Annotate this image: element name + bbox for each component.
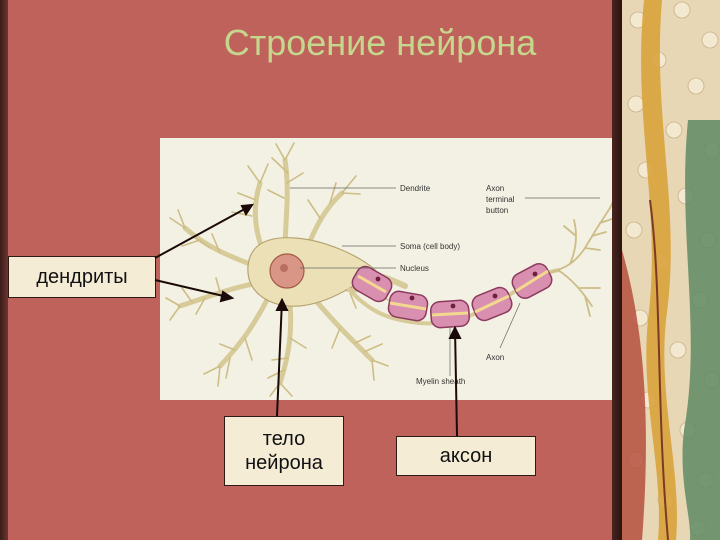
callout-axon: аксон <box>396 436 536 476</box>
callout-dendrites: дендриты <box>8 256 156 298</box>
slide-title: Строение нейрона <box>223 22 537 63</box>
callout-soma-line1: тело <box>262 428 306 450</box>
diagram-label-nucleus: Nucleus <box>400 264 429 273</box>
right-border <box>612 0 622 540</box>
diagram-label-axon-terminal-1: Axon <box>486 184 504 193</box>
callout-soma-line2: нейрона <box>245 452 323 474</box>
left-frame <box>0 0 8 540</box>
diagram-label-soma: Soma (cell body) <box>400 242 460 251</box>
callout-dendrites-text: дендриты <box>36 266 128 288</box>
myelin-inner <box>357 269 549 317</box>
nucleolus <box>280 264 288 272</box>
diagram-label-axon: Axon <box>486 353 504 362</box>
schwann-nuclei <box>375 271 538 309</box>
neuron-diagram: Dendrite Soma (cell body) Nucleus Axon t… <box>160 138 624 400</box>
diagram-label-myelin: Myelin sheath <box>416 377 465 386</box>
callout-axon-text: аксон <box>439 445 493 467</box>
neuron-illustration: Dendrite Soma (cell body) Nucleus Axon t… <box>165 142 624 397</box>
myelin-sheath <box>351 263 553 329</box>
diagram-label-axon-terminal-2: terminal <box>486 195 515 204</box>
decorative-panel <box>622 0 720 540</box>
nucleus <box>269 253 305 289</box>
diagram-label-axon-terminal-3: button <box>486 206 508 215</box>
axon-terminals <box>551 177 621 317</box>
callout-soma: тело нейрона <box>224 416 344 486</box>
diagram-label-dendrite: Dendrite <box>400 184 431 193</box>
floral-pattern <box>622 0 720 540</box>
